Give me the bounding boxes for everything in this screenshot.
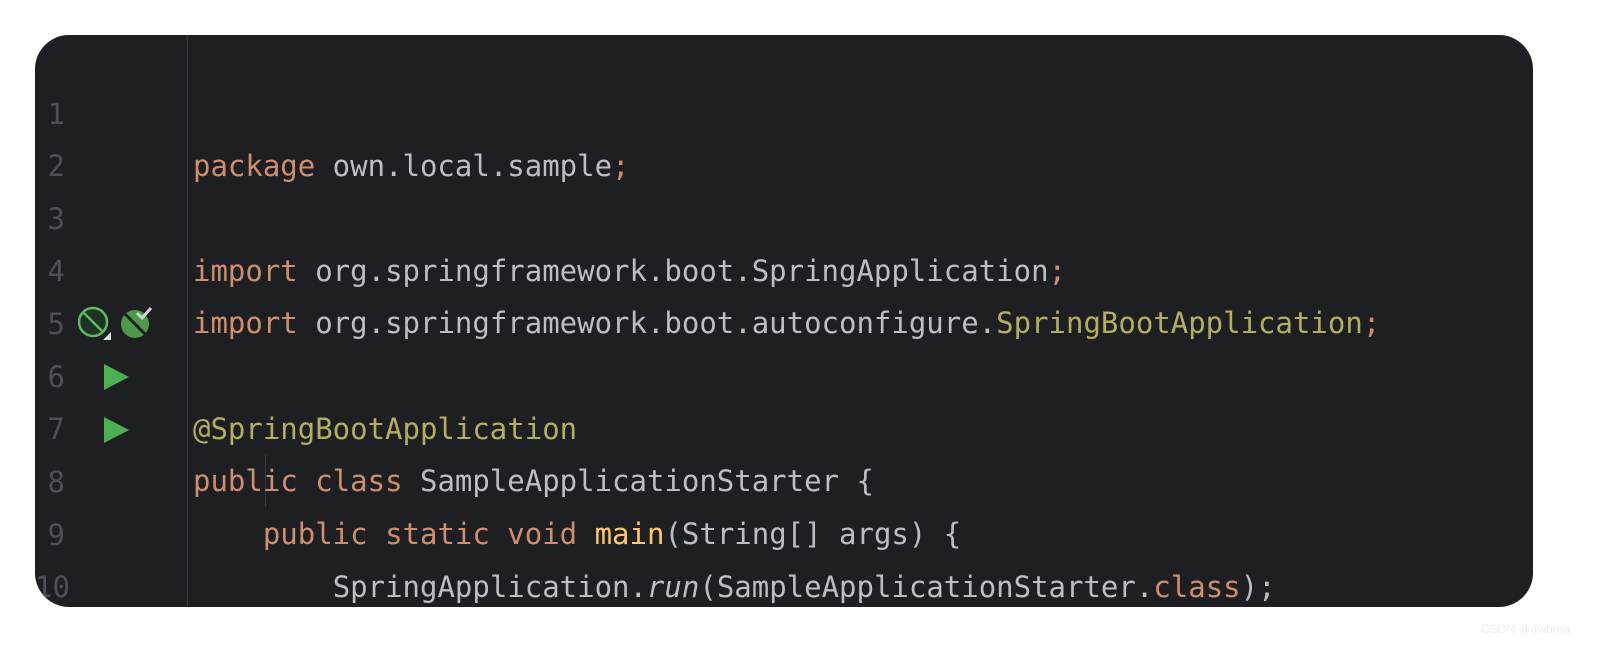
gutter-divider (187, 35, 188, 607)
spring-bean-disabled-icon[interactable] (77, 306, 113, 342)
code-line-1[interactable]: 1 package own.local.sample; (35, 36, 1533, 183)
import-path: org.springframework.boot.SpringApplicati… (297, 254, 1049, 288)
keyword: import (193, 306, 298, 340)
line-number: 7 (47, 412, 65, 446)
params: (String[] args) { (664, 517, 962, 551)
line-number: 9 (47, 518, 65, 552)
keyword: class (1153, 570, 1241, 604)
keyword: public (262, 517, 368, 551)
code-line-9[interactable]: 9 SpringApplication.run(SampleApplicatio… (35, 457, 1533, 604)
args: (SampleApplicationStarter. (699, 570, 1154, 604)
line-number: 5 (47, 307, 65, 341)
spring-boot-app-icon[interactable] (119, 305, 155, 341)
run-icon[interactable] (101, 415, 131, 445)
import-path: org.springframework.boot.autoconfigure. (297, 306, 997, 340)
code-line-10[interactable]: 10 } (35, 509, 1533, 604)
semicolon: ; (1362, 306, 1381, 340)
code-line-3[interactable]: 3 import org.springframework.boot.Spring… (35, 141, 1533, 288)
keyword: void (489, 517, 578, 551)
annotation-class: SpringBootApplication (996, 306, 1363, 340)
class-name: SampleApplicationStarter { (402, 464, 874, 498)
watermark: CSDN @dwbrea (1481, 622, 1570, 636)
method-name: main (577, 517, 665, 551)
indent-guide (265, 455, 266, 507)
code-line-7[interactable]: 7 public class SampleApplicationStarter … (35, 351, 1533, 498)
static-method: run (646, 570, 700, 604)
code-line-4[interactable]: 4 import org.springframework.boot.autoco… (35, 193, 1533, 340)
line-number: 4 (47, 254, 65, 288)
keyword: class (297, 464, 403, 498)
line-number: 1 (47, 97, 65, 131)
line-number: 8 (47, 465, 65, 499)
keyword: static (367, 517, 490, 551)
annotation: @SpringBootApplication (193, 412, 578, 446)
run-icon[interactable] (101, 362, 131, 392)
semicolon: ; (612, 149, 630, 183)
line-number: 6 (47, 360, 65, 394)
code-line-5[interactable]: 5 (35, 246, 1533, 341)
package-name: own.local.sample (315, 149, 613, 183)
semicolon: ; (1048, 254, 1066, 288)
class-ref: SpringApplication. (332, 570, 647, 604)
keyword: package (193, 149, 316, 183)
keyword: public (193, 464, 298, 498)
code-line-6[interactable]: 6 @SpringBootApplication (35, 299, 1533, 446)
code-line-2[interactable]: 2 (35, 88, 1533, 183)
line-number: 2 (47, 149, 65, 183)
line-number: 3 (47, 202, 65, 236)
line-number: 10 (35, 570, 70, 604)
code-line-11[interactable]: 11 } (35, 562, 1533, 607)
keyword: import (193, 254, 298, 288)
code-editor[interactable]: 1 package own.local.sample; 2 3 import o… (35, 35, 1533, 607)
code-line-8[interactable]: 8 public static void main(String[] args)… (35, 404, 1533, 551)
close: ); (1240, 570, 1276, 604)
